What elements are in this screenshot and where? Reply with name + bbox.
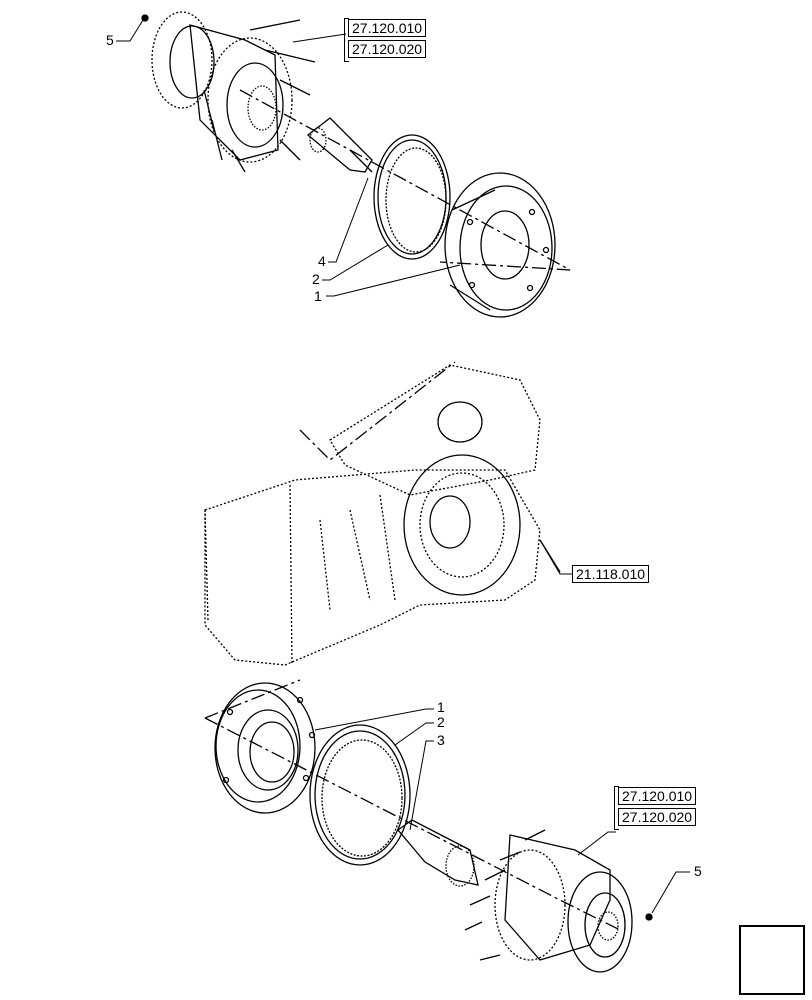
top-cover-part-1	[444, 172, 556, 318]
bottom-ref-link-b[interactable]: 27.120.020	[618, 808, 697, 826]
middle-ref-link[interactable]: 21.118.010	[572, 565, 650, 583]
bottom-ref-bracket	[614, 786, 619, 830]
top-ring-gear-part-2	[373, 134, 451, 260]
housing-gear-circle	[403, 401, 521, 596]
navigation-arrow-button[interactable]	[739, 925, 805, 995]
bottom-hub-assembly	[464, 829, 653, 973]
callout-bottom-1: 1	[437, 699, 445, 715]
top-ref-link-b[interactable]: 27.120.020	[348, 40, 427, 58]
top-ref-bracket	[344, 18, 349, 62]
bottom-ref-link-a[interactable]: 27.120.010	[618, 787, 697, 805]
callout-top-2: 2	[312, 271, 320, 287]
top-shaft-part-4	[306, 117, 373, 173]
bottom-cover-part-1	[214, 682, 316, 814]
transmission-housing	[204, 364, 541, 666]
callout-top-4: 4	[318, 253, 326, 269]
callout-bottom-2: 2	[437, 714, 445, 730]
leader-lines	[116, 19, 690, 914]
top-hub-assembly	[141, 11, 316, 173]
callout-bottom-5: 5	[694, 863, 702, 879]
callout-top-1: 1	[314, 288, 322, 304]
callout-top-5: 5	[106, 32, 114, 48]
bottom-ring-gear-part-2	[309, 724, 411, 866]
callout-bottom-3: 3	[437, 732, 445, 748]
top-ref-link-a[interactable]: 27.120.010	[348, 19, 427, 37]
